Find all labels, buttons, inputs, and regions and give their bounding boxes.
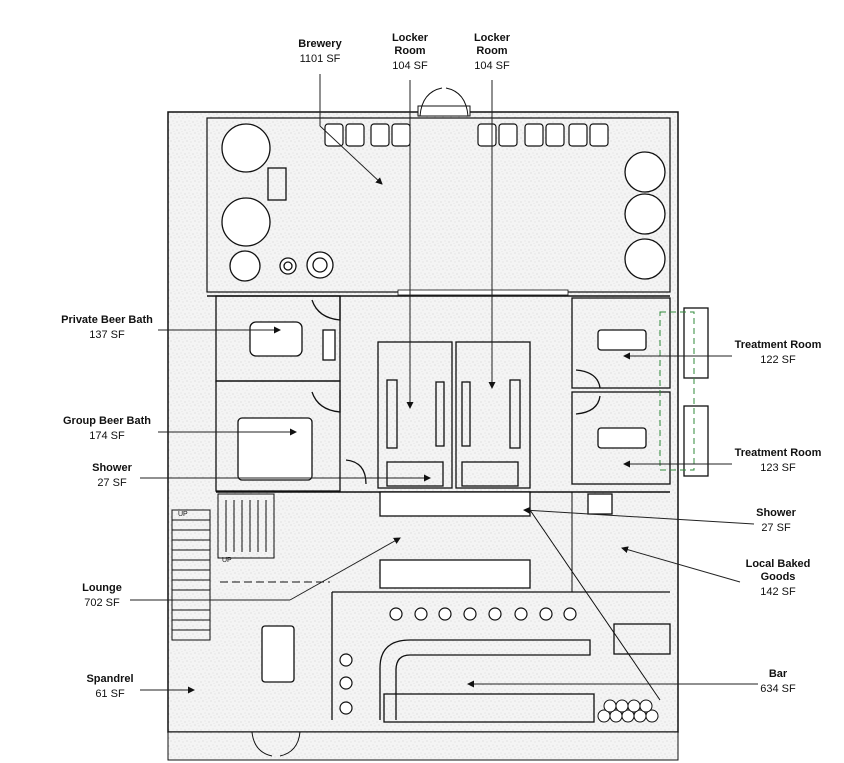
label-treatment-room-2: Treatment Room 123 SF — [726, 447, 830, 475]
room-area: 174 SF — [89, 430, 125, 442]
room-name: Local Baked Goods — [745, 558, 811, 583]
label-group-beer-bath: Group Beer Bath 174 SF — [52, 415, 162, 443]
brewing-tanks — [221, 123, 666, 282]
bottom-entrance-doors — [251, 731, 301, 757]
room-name: Brewery — [298, 38, 342, 50]
green-dashed-zone — [659, 311, 695, 471]
room-name: Spandrel — [86, 673, 134, 685]
room-name: Lounge — [82, 582, 122, 594]
stair — [171, 493, 275, 641]
label-locker-room-1: Locker Room 104 SF — [378, 32, 442, 73]
room-area: 104 SF — [392, 60, 428, 72]
barrel-rack — [597, 699, 659, 723]
room-area: 702 SF — [84, 597, 120, 609]
brewery-entrance-doors — [417, 87, 471, 117]
room-name: Shower — [92, 462, 132, 474]
room-area: 1101 SF — [299, 53, 341, 65]
stair-up-label-1: UP — [178, 511, 188, 518]
stair-up-label-2: UP — [222, 557, 232, 564]
label-spandrel: Spandrel 61 SF — [78, 673, 142, 701]
room-area: 142 SF — [760, 586, 796, 598]
bar-stools — [339, 607, 577, 715]
room-name: Bar — [768, 668, 788, 680]
label-brewery: Brewery 1101 SF — [285, 38, 355, 66]
label-treatment-room-1: Treatment Room 122 SF — [726, 339, 830, 367]
room-area: 137 SF — [89, 329, 125, 341]
locker-rooms — [377, 341, 531, 489]
leader-lines — [130, 74, 758, 694]
room-area: 123 SF — [760, 462, 796, 474]
label-shower-left: Shower 27 SF — [80, 462, 144, 490]
room-name: Treatment Room — [734, 447, 822, 459]
label-local-baked-goods: Local Baked Goods 142 SF — [734, 558, 822, 599]
room-name: Group Beer Bath — [62, 415, 151, 427]
label-bar: Bar 634 SF — [746, 668, 810, 696]
treatment-rooms — [571, 297, 709, 485]
room-area: 61 SF — [95, 688, 125, 700]
room-name: Locker Room — [473, 32, 511, 57]
lounge-seating — [261, 491, 613, 683]
room-name: Locker Room — [391, 32, 429, 57]
ground-strip — [167, 731, 679, 761]
room-name: Private Beer Bath — [61, 314, 153, 326]
room-name: Shower — [756, 507, 796, 519]
label-locker-room-2: Locker Room 104 SF — [460, 32, 524, 73]
room-area: 27 SF — [761, 522, 791, 534]
brewery-glazing — [397, 289, 569, 296]
room-area: 27 SF — [97, 477, 127, 489]
bar-counter — [379, 623, 671, 723]
kegs-row — [324, 123, 609, 147]
label-shower-right: Shower 27 SF — [744, 507, 808, 535]
label-private-beer-bath: Private Beer Bath 137 SF — [52, 314, 162, 342]
label-lounge: Lounge 702 SF — [70, 582, 134, 610]
room-name: Treatment Room — [734, 339, 822, 351]
room-area: 634 SF — [760, 683, 796, 695]
room-area: 122 SF — [760, 354, 796, 366]
room-area: 104 SF — [474, 60, 510, 72]
